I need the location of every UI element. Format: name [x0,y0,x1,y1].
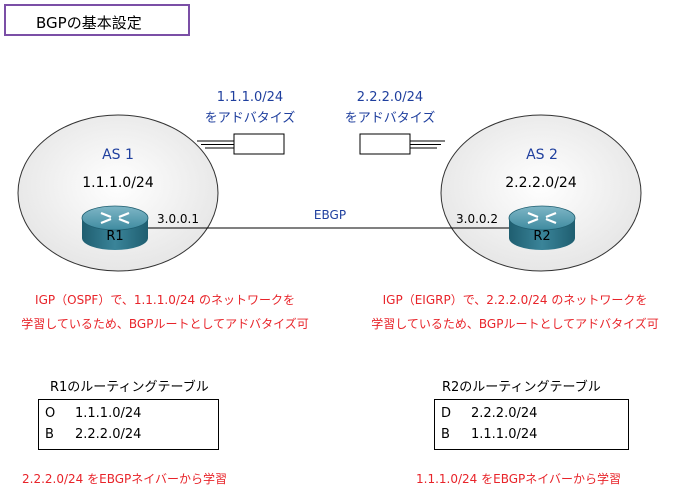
as2-area [440,114,642,272]
ebgp-label: EBGP [313,208,347,222]
table-right-row-1-code: D [441,406,452,421]
note-left-line1: IGP（OSPF）で、1.1.1.0/24 のネットワークを [35,293,295,307]
advert-right-network: 2.2.2.0/24 [356,90,424,105]
page-title: BGPの基本設定 [36,14,142,32]
note-right-line1: IGP（EIGRP）で、2.2.2.0/24 のネットワークを [382,293,648,307]
table-left-row-2-code: B [45,427,54,442]
router-icon-r1 [81,205,149,250]
note-left-line2: 学習しているため、BGPルートとしてアドバタイズ可 [21,317,309,331]
table-right-row-2-code: B [441,427,450,442]
router-icon-r2 [508,205,576,250]
table-right-row-1-route: 2.2.2.0/24 [471,406,538,421]
r1-ip: 3.0.0.1 [157,212,199,226]
note-right-line2: 学習しているため、BGPルートとしてアドバタイズ可 [371,317,659,331]
advert-right-caption: をアドバタイズ [344,111,436,126]
r2-label: R2 [533,229,551,244]
table-left-footnote: 2.2.2.0/24 をEBGPネイバーから学習 [22,472,228,486]
table-left-row-1-code: O [45,406,56,421]
advert-left-caption: をアドバタイズ [204,111,296,126]
advertisement-arrow-icon-left [197,133,285,155]
table-right-footnote: 1.1.1.0/24 をEBGPネイバーから学習 [416,472,622,486]
table-left-row-1-route: 1.1.1.0/24 [75,406,142,421]
title-box: BGPの基本設定 [4,4,190,36]
as1-network: 1.1.1.0/24 [82,175,154,191]
advert-left-network: 1.1.1.0/24 [216,90,284,105]
table-left-caption: R1のルーティングテーブル [50,380,209,395]
as1-label: AS 1 [102,147,134,163]
table-right-row-2-route: 1.1.1.0/24 [471,427,538,442]
table-right: D 2.2.2.0/24 B 1.1.1.0/24 [434,399,629,450]
as1-area [17,114,219,272]
advertisement-arrow-icon-right [359,133,445,155]
table-left: O 1.1.1.0/24 B 2.2.2.0/24 [38,399,219,450]
r2-ip: 3.0.0.2 [456,212,498,226]
table-left-row-2-route: 2.2.2.0/24 [75,427,142,442]
table-right-caption: R2のルーティングテーブル [442,380,601,395]
as2-network: 2.2.2.0/24 [505,175,577,191]
r1-label: R1 [106,229,124,244]
as2-label: AS 2 [526,147,558,163]
